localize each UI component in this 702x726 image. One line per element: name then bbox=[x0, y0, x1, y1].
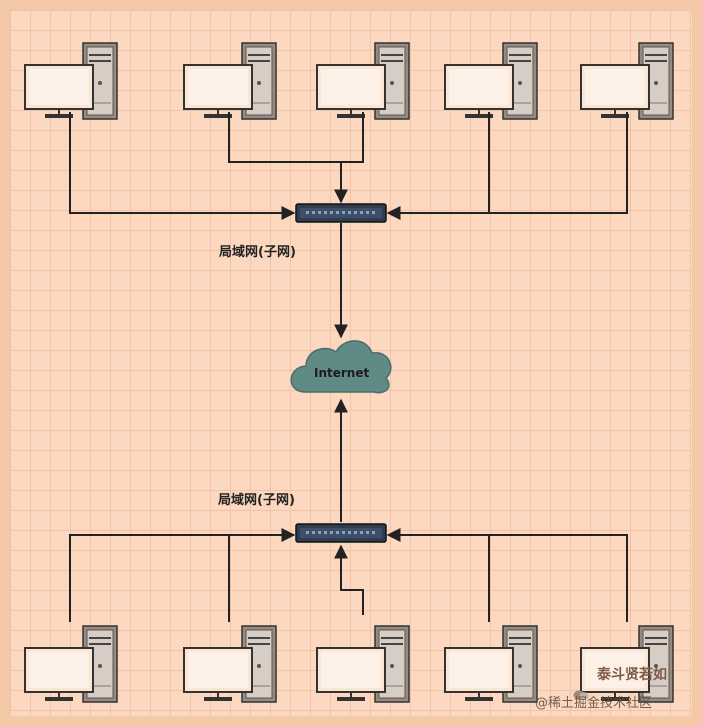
lan-label-bottom: 局域网(子网) bbox=[218, 493, 295, 508]
computer-icon bbox=[580, 42, 674, 120]
computer-icon bbox=[444, 42, 538, 120]
lan-label-top: 局域网(子网) bbox=[219, 245, 296, 260]
computer-icon bbox=[183, 42, 277, 120]
watermark-author: 泰斗贤若如 bbox=[597, 667, 667, 683]
computer-icon bbox=[316, 42, 410, 120]
internet-label: Internet bbox=[314, 366, 370, 380]
computer-icon bbox=[183, 625, 277, 703]
switch-icon bbox=[295, 523, 387, 543]
top-lan-links bbox=[69, 112, 628, 339]
computer-icon bbox=[316, 625, 410, 703]
bottom-lan-links bbox=[69, 398, 628, 622]
wechat-icon bbox=[573, 686, 589, 700]
switch-icon bbox=[295, 203, 387, 223]
computer-icon bbox=[24, 42, 118, 120]
computer-icon bbox=[24, 625, 118, 703]
computer-icon bbox=[444, 625, 538, 703]
watermark-community: @稀土掘金技术社区 bbox=[535, 696, 653, 711]
internet-cloud-icon bbox=[290, 340, 392, 394]
